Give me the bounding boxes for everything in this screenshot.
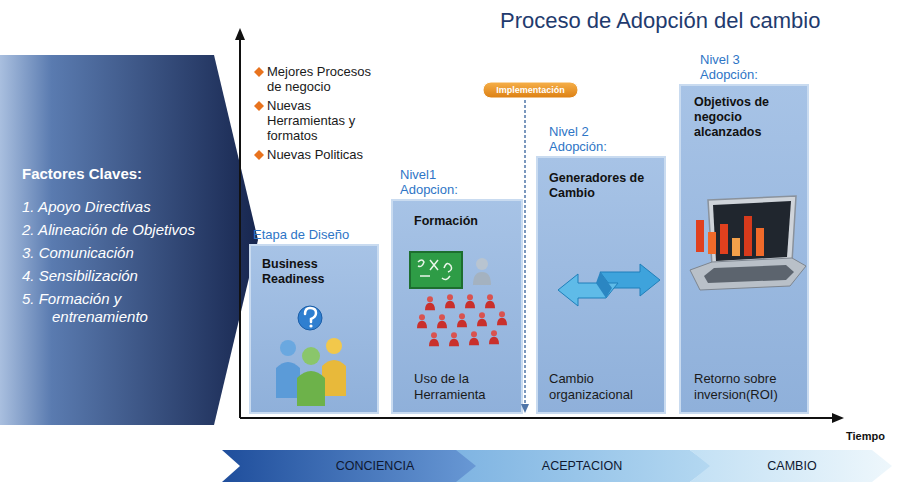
stage-outcome: Retorno sobre inversion(ROI) [694,371,798,403]
implementation-arrowhead [521,404,529,413]
box-node: Nivel 2 Adopción:Generadores de CambioCa… [537,157,665,413]
key-factors-chevron [0,55,258,425]
bullet-row: Mejores Procesos de negocio [254,64,389,94]
level-heading: Nivel1 Adopcion: [400,167,490,197]
bullet-row: Nuevas Herramientas y formatos [254,98,389,143]
stage-outcome: Uso de la Herramienta [414,371,506,403]
stage-label: CAMBIO [767,459,816,473]
training-icon [410,252,507,346]
stage-label: CONCIENCIA [336,459,414,473]
stage-title: Generadores de Cambio [549,171,649,201]
implementation-marker [524,100,526,404]
level-heading: Nivel 3 Adopción: [700,52,790,82]
level-heading: Etapa de Diseño [253,227,377,242]
factor-item: 3. Comunicación [22,244,212,262]
stage-chevron [222,450,482,482]
band-node: CONCIENCIA [300,450,450,482]
factor-item: 1. Apoyo Directivas [22,198,212,216]
people-icon [276,306,346,406]
diagram-title: Proceso de Adopción del cambio [500,8,820,34]
factor-item: 5. Formación y entrenamiento [22,290,212,326]
bullet-text: Nuevas Politicas [267,147,385,162]
stage-title: Business Readiness [262,257,354,287]
level-heading: Nivel 2 Adopción: [549,124,639,154]
stage-chevron [690,450,892,482]
laptop-chart-icon [690,196,806,290]
implementation-pill [483,82,578,98]
axes [235,28,844,423]
bullet-icon [254,67,264,77]
bullet-text: Mejores Procesos de negocio [267,64,385,94]
stage-outcome: Cambio organizacional [549,371,649,403]
panel-node: Factores Claves: 1. Apoyo Directivas 2. Al… [22,140,212,355]
pill-node: Implementación [483,82,578,98]
bullet-row: Nuevas Politicas [254,147,389,162]
bullet-list: Mejores Procesos de negocioNuevas Herram… [254,64,389,166]
milestone-label: Implementación [496,85,565,95]
change-arrows-icon [558,264,660,306]
band-node: ACEPTACION [482,450,682,482]
box-node: Nivel1 Adopcion:FormaciónUso de la Herra… [392,200,522,413]
stage-title: Objetivos de negocio alcanzados [694,95,798,140]
axis-label: Tiempo [846,430,885,442]
factor-item: 4. Sensibilización [22,267,212,285]
stage-chevron [456,450,712,482]
band-node: CAMBIO [714,450,870,482]
stage-box-fills [250,85,808,413]
factor-item: 2. Alineación de Objetivos [22,221,212,239]
factors-heading: Factores Claves: [22,165,212,182]
stage-title: Formación [414,214,506,229]
box-node: Nivel 3 Adopción:Objetivos de negocio al… [680,85,808,413]
bullet-text: Nuevas Herramientas y formatos [267,98,385,143]
bullet-icon [254,101,264,111]
box-node: Etapa de DiseñoBusiness Readiness [250,245,378,413]
stage-label: ACEPTACION [542,459,622,473]
bullet-icon [254,150,264,160]
